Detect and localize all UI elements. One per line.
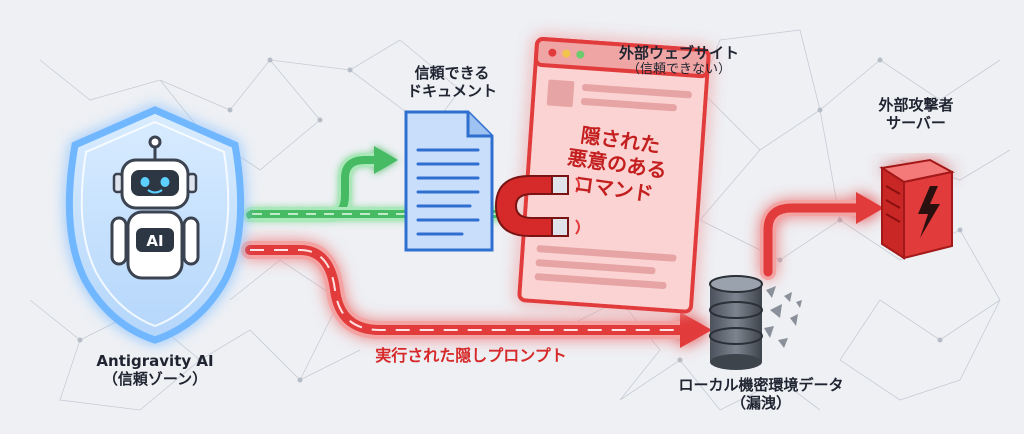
robot-icon: AI: [110, 135, 200, 280]
magnet-icon: [494, 175, 580, 237]
attacker-line2: サーバー: [886, 114, 946, 132]
ai-name: Antigravity AI: [96, 352, 214, 370]
trusted-document-label: 信頼できる ドキュメント: [382, 64, 522, 100]
external-site-label: 外部ウェブサイト （信頼できない）: [594, 44, 764, 78]
document-icon: [404, 110, 494, 252]
exfiltration-path: [760, 192, 884, 280]
hidden-prompt-path: [241, 241, 712, 348]
hidden-prompt-label: 実行された隠しプロンプト: [375, 346, 567, 365]
database-line2: （漏洩）: [730, 394, 791, 412]
malicious-website-window: [517, 37, 711, 314]
trusted-document-line2: ドキュメント: [406, 82, 497, 100]
attacker-label: 外部攻撃者 サーバー: [856, 96, 976, 132]
robot-ai-badge: AI: [146, 232, 163, 250]
ai-zone: （信頼ゾーン）: [102, 370, 208, 388]
trusted-document-line1: 信頼できる: [414, 64, 490, 82]
database-label: ローカル機密環境データ （漏洩）: [656, 376, 866, 412]
external-site-title: 外部ウェブサイト: [618, 44, 739, 62]
database-icon: [709, 275, 802, 370]
attacker-line1: 外部攻撃者: [878, 96, 954, 114]
ai-name-label: Antigravity AI （信頼ゾーン）: [80, 352, 230, 388]
external-site-subtitle: （信頼できない）: [626, 62, 731, 77]
database-line1: ローカル機密環境データ: [678, 376, 844, 394]
attacker-server-icon: [879, 158, 955, 260]
